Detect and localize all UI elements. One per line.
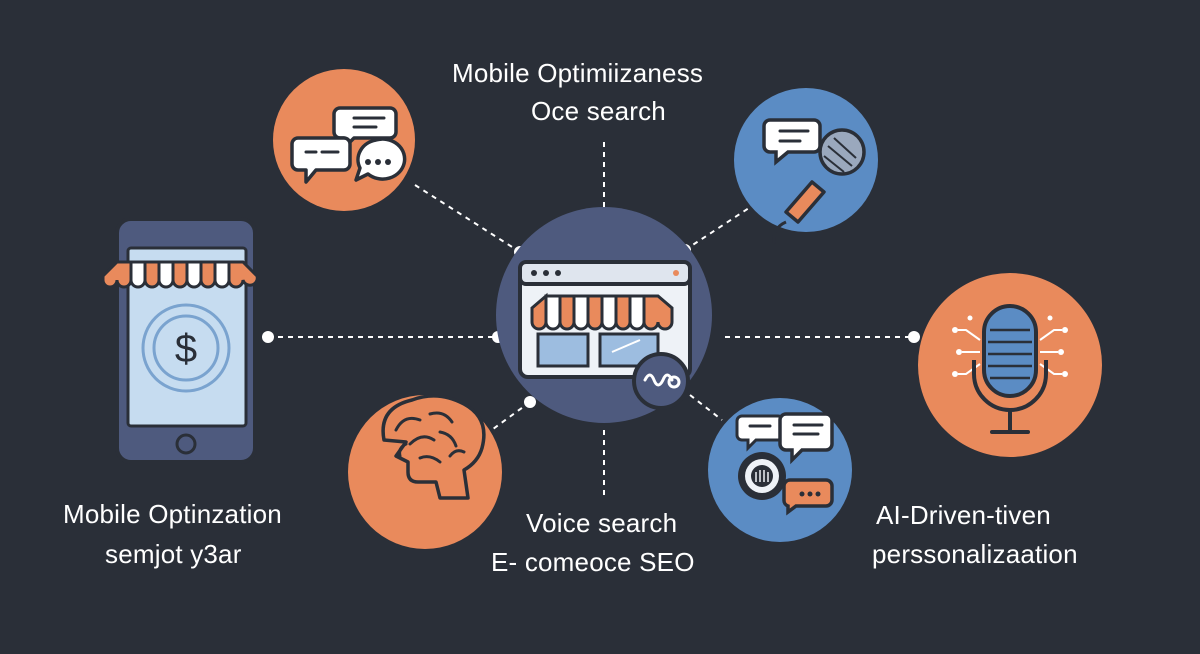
dot-right [908, 331, 920, 343]
voice-assistant-chat-icon [708, 398, 852, 542]
svg-text:$: $ [175, 327, 197, 371]
top-title-label: Mobile Optimiizaness [452, 58, 704, 88]
chat-bubbles-icon [273, 69, 415, 211]
smartphone-store-icon: $ [101, 217, 259, 464]
dot-bottom-left [524, 396, 536, 408]
right-title-label: AI-Driven-tiven [876, 500, 1051, 530]
dot-left [262, 331, 274, 343]
studio-microphone-icon [918, 273, 1102, 457]
left-subtitle-label: semjot y3ar [105, 539, 242, 569]
center-subtitle-label: E- comeoce SEO [491, 547, 695, 577]
brain-head-icon [348, 394, 502, 549]
connector-top-right [684, 205, 753, 251]
connector-bottom-right [689, 394, 723, 421]
center-title-label: Voice search [526, 508, 678, 538]
microphone-chat-icon [734, 88, 878, 245]
storefront-browser-icon [496, 207, 712, 423]
connector-top-left [414, 184, 521, 253]
left-title-label: Mobile Optinzation [63, 499, 282, 529]
right-subtitle-label: perssonalizaation [872, 539, 1078, 569]
top-subtitle-label: Oce search [531, 96, 666, 126]
